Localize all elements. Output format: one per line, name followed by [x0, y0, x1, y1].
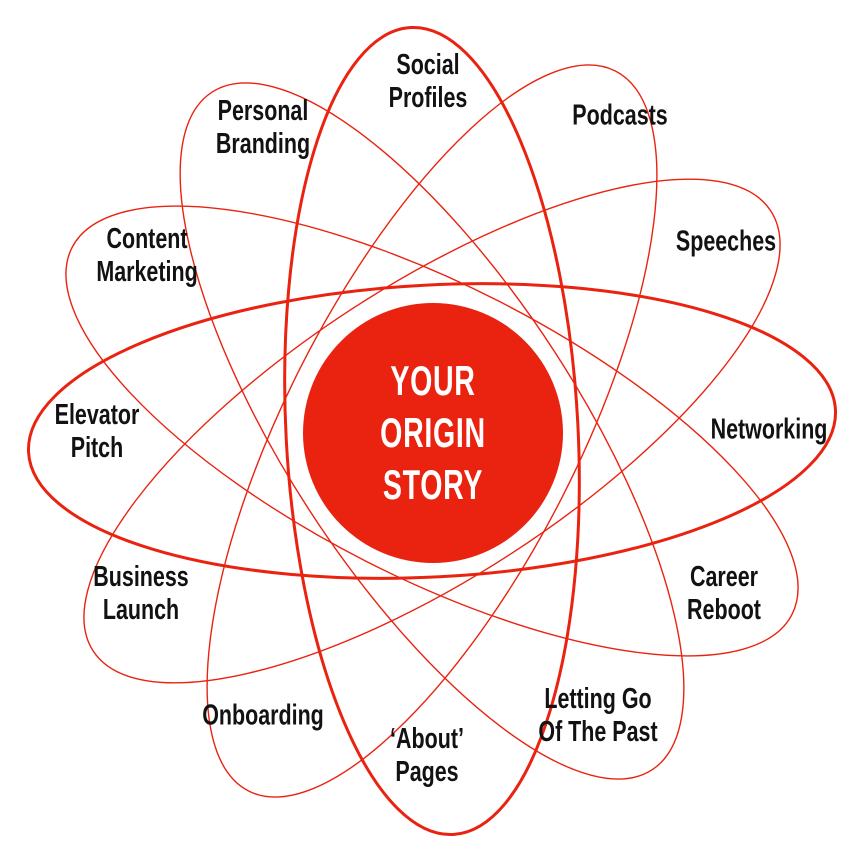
petal-label-letting-go: Letting Go Of The Past	[538, 682, 658, 748]
petal-label-social-profiles: Social Profiles	[388, 48, 468, 114]
petal-label-onboarding: Onboarding	[202, 699, 324, 732]
ellipse-ring-30deg	[83, 178, 781, 684]
ellipse-ring-150deg	[65, 205, 799, 657]
ellipse-ring-vertical	[283, 25, 581, 837]
petal-label-business-launch: Business Launch	[93, 560, 189, 626]
ellipse-ring-horizontal	[26, 282, 838, 580]
petal-label-elevator-pitch: Elevator Pitch	[54, 398, 140, 464]
petal-label-podcasts: Podcasts	[572, 99, 668, 132]
petal-label-speeches: Speeches	[675, 225, 777, 258]
center-title: YOUR ORIGIN STORY	[380, 356, 486, 509]
petal-label-networking: Networking	[710, 413, 828, 446]
ellipse-ring-120deg	[179, 82, 685, 780]
petal-label-about-pages: ‘About’ Pages	[390, 722, 464, 788]
petal-label-career-reboot: Career Reboot	[687, 560, 761, 626]
ellipse-ring-60deg	[206, 64, 658, 798]
petal-label-personal-branding: Personal Branding	[215, 94, 311, 160]
center-circle: YOUR ORIGIN STORY	[303, 303, 563, 563]
petal-label-content-marketing: Content Marketing	[96, 222, 198, 288]
